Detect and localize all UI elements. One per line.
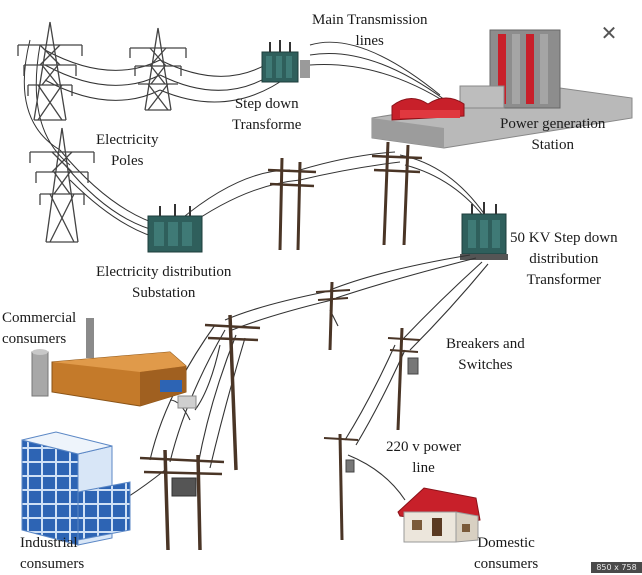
transmission-tower-1 <box>17 21 83 121</box>
upper-distribution-wires <box>179 151 489 229</box>
label-breakers-and-switches: Breakers and Switches <box>446 334 525 376</box>
close-icon[interactable]: ✕ <box>600 21 618 45</box>
label-step-down-distribution-transformer: 50 KV Step down distribution Transformer <box>510 228 618 291</box>
transmission-tower-2 <box>129 27 187 111</box>
label-power-generation-station: Power generation Station <box>500 114 605 156</box>
label-electricity-poles: Electricity Poles <box>96 130 158 172</box>
label-line: Industrial <box>20 535 78 551</box>
label-line: Transforme <box>232 117 302 133</box>
upper-pole-1 <box>267 157 317 251</box>
label-line: consumers <box>20 556 85 572</box>
power-generation-station <box>371 29 633 149</box>
lower-pole-4 <box>323 433 359 541</box>
label-line: distribution <box>529 251 599 267</box>
label-commercial-consumers: Commercial consumers <box>2 308 76 350</box>
label-main-transmission-lines: Main Transmission lines <box>312 10 427 52</box>
label-line: 220 v power <box>386 439 461 455</box>
step-down-distribution-transformer <box>460 202 508 260</box>
label-line: Electricity <box>96 132 159 148</box>
label-line: Transformer <box>526 272 602 288</box>
label-line: lines <box>355 33 384 49</box>
lower-pole-1 <box>315 281 351 351</box>
label-industrial-consumers: Industrial consumers <box>20 533 84 575</box>
lower-pole-2 <box>204 314 261 471</box>
distribution-substation <box>147 204 203 253</box>
transmission-tower-3 <box>29 127 95 243</box>
label-line: Switches <box>458 357 513 373</box>
label-line: Poles <box>110 153 144 169</box>
label-line: Power generation <box>500 116 606 132</box>
image-size-badge: 850 x 758 <box>591 562 642 573</box>
industrial-building <box>21 431 131 546</box>
label-line: Main Transmission <box>312 12 428 28</box>
lower-pole-5 <box>139 449 225 551</box>
label-220v-power-line: 220 v power line <box>386 437 461 479</box>
label-line: Domestic <box>477 535 535 551</box>
label-line: Substation <box>132 285 196 301</box>
label-line: consumers <box>474 556 539 572</box>
label-line: Step down <box>234 96 299 112</box>
step-down-transformer <box>261 40 310 83</box>
label-line: 50 KV Step down <box>510 230 618 246</box>
label-line: Electricity distribution <box>96 264 232 280</box>
label-domestic-consumers: Domestic consumers <box>474 533 538 575</box>
label-step-down-transformer: Step down Transforme <box>232 94 301 136</box>
domestic-house <box>397 487 481 543</box>
upper-pole-2 <box>371 141 423 246</box>
label-line: Commercial <box>2 310 77 326</box>
label-line: Breakers and <box>446 336 525 352</box>
lower-pole-3 <box>387 327 421 431</box>
commercial-building <box>31 318 197 409</box>
label-line: consumers <box>2 331 67 347</box>
label-line: line <box>412 460 435 476</box>
label-line: Station <box>531 137 574 153</box>
label-distribution-substation: Electricity distribution Substation <box>96 262 231 304</box>
